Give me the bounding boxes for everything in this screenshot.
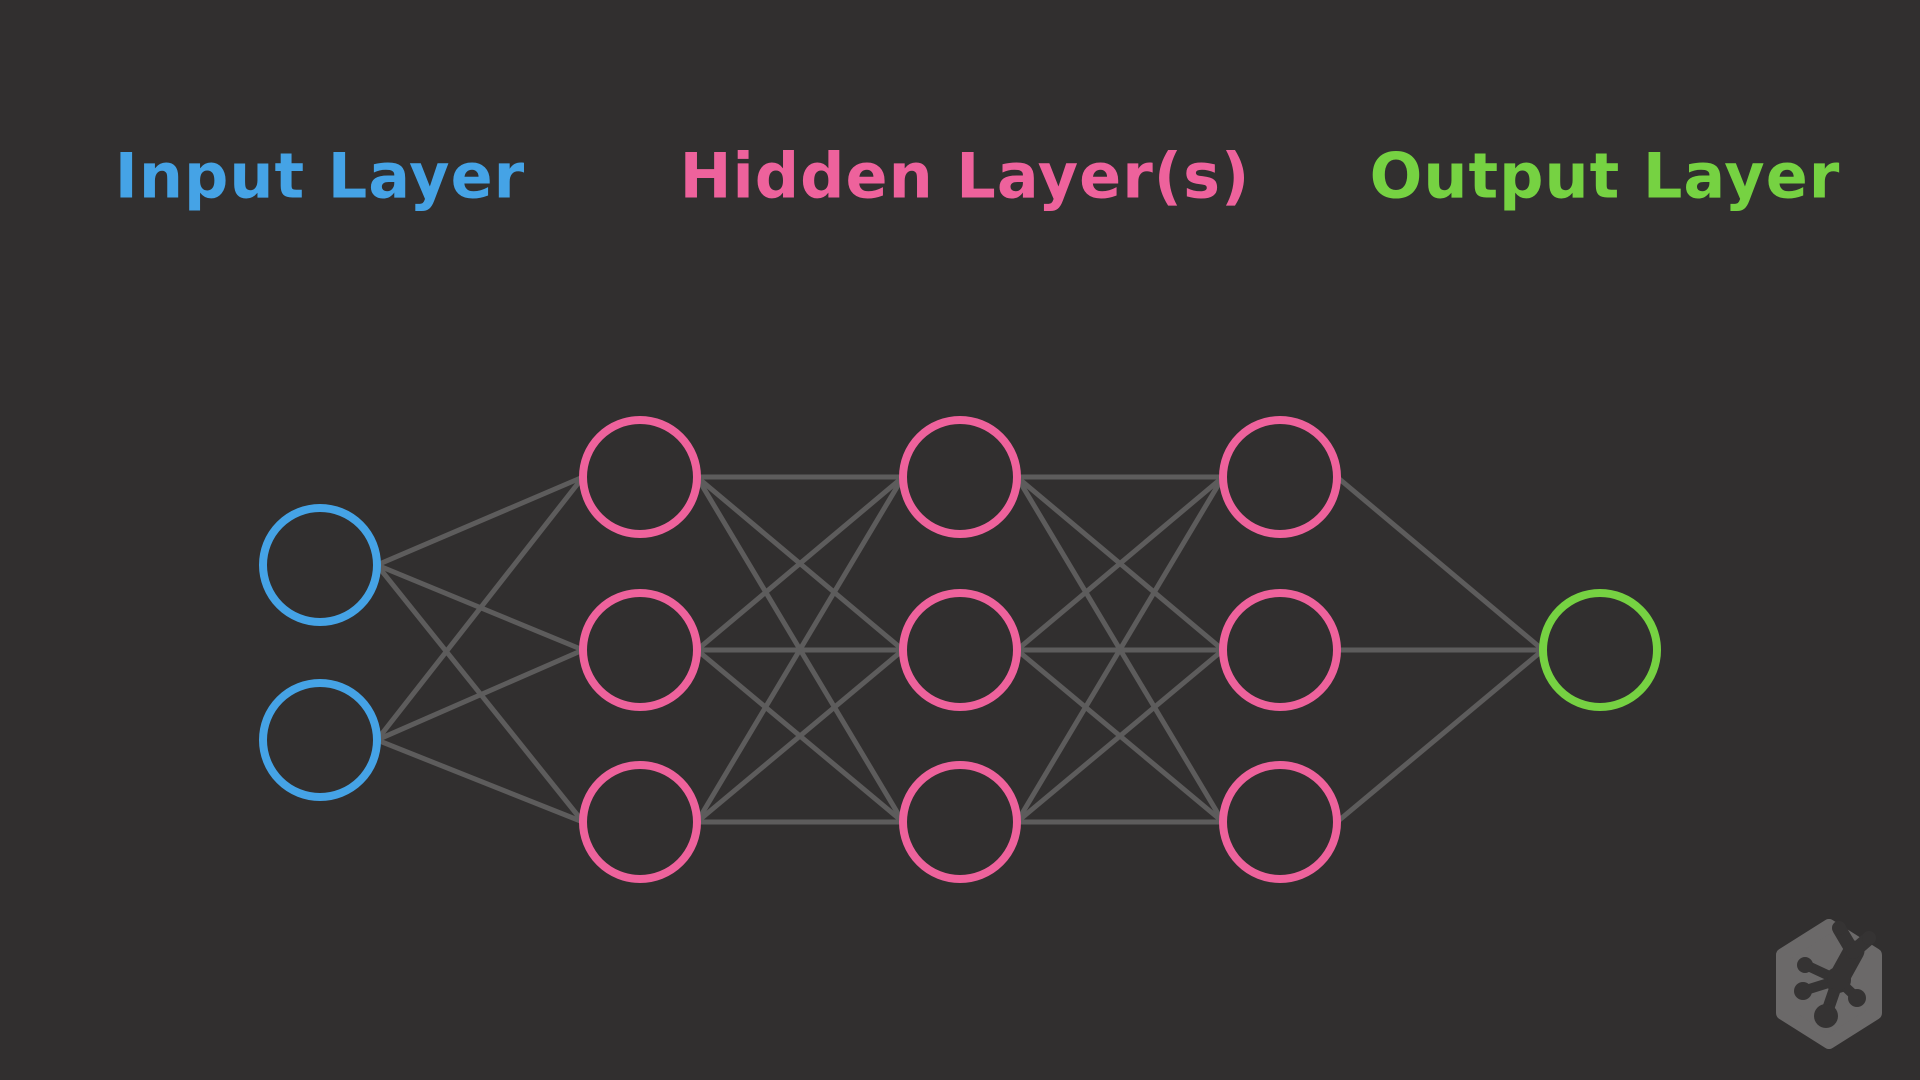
input-node-2 bbox=[259, 679, 381, 801]
input-layer-label: Input Layer bbox=[114, 139, 526, 213]
hidden-3-node-3 bbox=[1219, 761, 1341, 883]
edge-hidden-3-to-output bbox=[1335, 475, 1545, 652]
edge-hidden-3-to-output bbox=[1335, 648, 1545, 824]
output-layer-label: Output Layer bbox=[1369, 139, 1841, 213]
edge-hidden-2-to-hidden-3 bbox=[1015, 648, 1225, 824]
hidden-1-node-3 bbox=[579, 761, 701, 883]
output-node-1 bbox=[1539, 589, 1661, 711]
edge-hidden-1-to-hidden-2 bbox=[695, 475, 905, 652]
hidden-3-node-1 bbox=[1219, 416, 1341, 538]
frog-foot-icon bbox=[1794, 921, 1876, 1028]
edge-hidden-1-to-hidden-2 bbox=[695, 648, 905, 824]
hidden-2-node-3 bbox=[899, 761, 1021, 883]
edge-input-to-hidden-1 bbox=[375, 475, 585, 742]
edge-input-to-hidden-1 bbox=[376, 737, 584, 825]
edge-hidden-2-to-hidden-3 bbox=[1015, 475, 1225, 652]
hidden-2-node-2 bbox=[899, 589, 1021, 711]
hidden-layer-label: Hidden Layer(s) bbox=[679, 139, 1251, 213]
hidden-1-node-1 bbox=[579, 416, 701, 538]
treehouse-logo-watermark bbox=[1776, 919, 1882, 1049]
edge-hidden-2-to-hidden-3 bbox=[1014, 475, 1226, 824]
hidden-2-node-1 bbox=[899, 416, 1021, 538]
input-node-1 bbox=[259, 504, 381, 626]
edge-hidden-1-to-hidden-2 bbox=[694, 475, 906, 824]
edge-input-to-hidden-1 bbox=[376, 474, 584, 568]
hidden-3-node-2 bbox=[1219, 589, 1341, 711]
hidden-1-node-2 bbox=[579, 589, 701, 711]
edge-input-to-hidden-1 bbox=[375, 647, 585, 743]
